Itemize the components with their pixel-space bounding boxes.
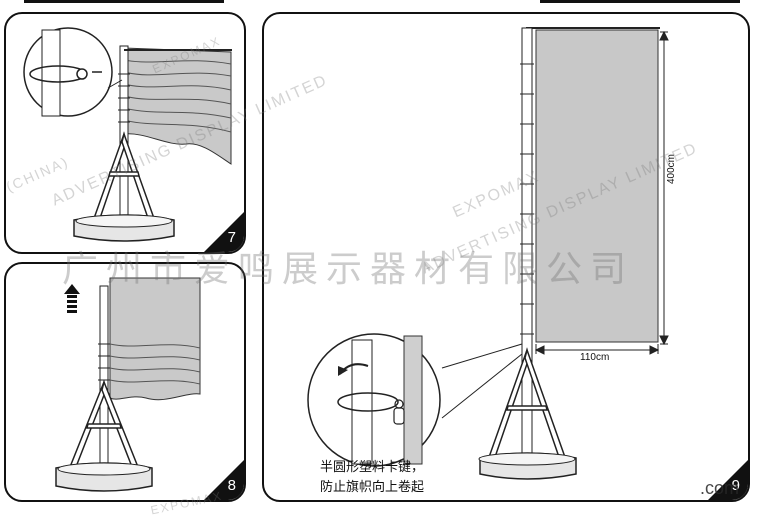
width-dimension-label: 110cm (580, 352, 610, 363)
top-fragment-right (540, 0, 740, 3)
step-9-corner-badge (706, 458, 748, 500)
clip-note-line-1: 半圆形塑料卡键， (320, 460, 425, 475)
step-8-illustration (55, 277, 201, 492)
step-8-panel: 8 (4, 262, 246, 502)
step-9-illustration (307, 27, 669, 480)
step-8-number: 8 (227, 477, 236, 494)
step-7-illustration (23, 27, 232, 242)
height-dimension-label: 400cm (666, 153, 677, 184)
top-fragment-left (24, 0, 224, 3)
step-7-panel: 7 (4, 12, 246, 254)
step-9-number: 9 (731, 477, 740, 494)
upward-arrow-icon (64, 284, 80, 313)
clip-note-line-2: 防止旗帜向上卷起 (320, 480, 425, 495)
step-9-panel: 400cm 110cm 半圆形塑料卡键， 防止旗帜向上卷起 9 (262, 12, 750, 502)
step-8-corner-badge (202, 458, 244, 500)
step-7-number: 7 (227, 229, 236, 246)
clip-note: 半圆形塑料卡键， 防止旗帜向上卷起 (320, 458, 424, 498)
step-7-corner-badge (202, 210, 244, 252)
